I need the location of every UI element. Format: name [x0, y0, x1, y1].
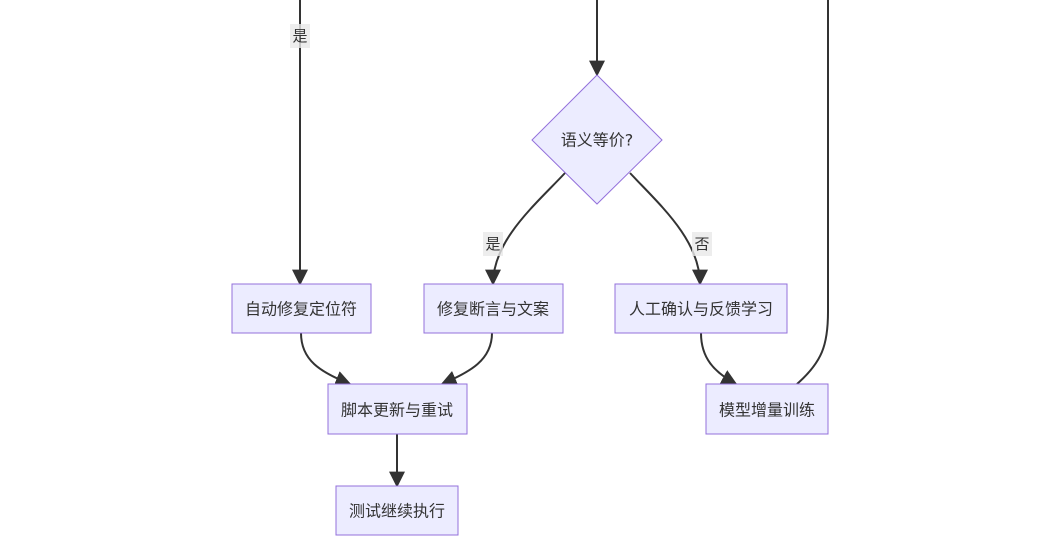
node-auto-fix-locator-label: 自动修复定位符 — [245, 300, 357, 319]
edge-decision-to-fix-assertion — [485, 172, 566, 286]
node-incremental-training: 模型增量训练 — [705, 383, 829, 435]
node-manual-confirm-label: 人工确认与反馈学习 — [629, 300, 773, 319]
edge-label-left-yes-text: 是 — [292, 27, 307, 45]
node-incremental-training-label: 模型增量训练 — [719, 401, 815, 420]
edge-auto-fix-to-script-update — [300, 332, 352, 387]
edge-label-left-yes: 是 — [290, 24, 310, 48]
edge-label-decision-yes-text: 是 — [485, 235, 500, 253]
edge-label-decision-yes: 是 — [483, 232, 503, 256]
edges — [292, 0, 829, 488]
edge-decision-to-manual-confirm — [629, 172, 708, 286]
node-continue-test: 测试继续执行 — [335, 485, 459, 536]
edge-label-decision-no-text: 否 — [694, 235, 709, 253]
node-auto-fix-locator: 自动修复定位符 — [231, 283, 372, 334]
node-script-update-label: 脚本更新与重试 — [341, 401, 453, 420]
node-script-update: 脚本更新与重试 — [327, 383, 468, 435]
edge-label-decision-no: 否 — [692, 232, 712, 256]
node-semantic-equivalent-decision: 语义等价? — [531, 74, 663, 205]
node-continue-test-label: 测试继续执行 — [349, 502, 445, 521]
node-semantic-equivalent-label: 语义等价? — [561, 131, 634, 150]
edge-fix-assertion-to-script-update — [440, 332, 493, 386]
edge-manual-confirm-to-training — [700, 332, 738, 385]
edge-training-to-top — [796, 0, 829, 385]
node-manual-confirm: 人工确认与反馈学习 — [614, 283, 788, 334]
node-fix-assertion-label: 修复断言与文案 — [437, 300, 549, 319]
node-fix-assertion: 修复断言与文案 — [423, 283, 564, 334]
